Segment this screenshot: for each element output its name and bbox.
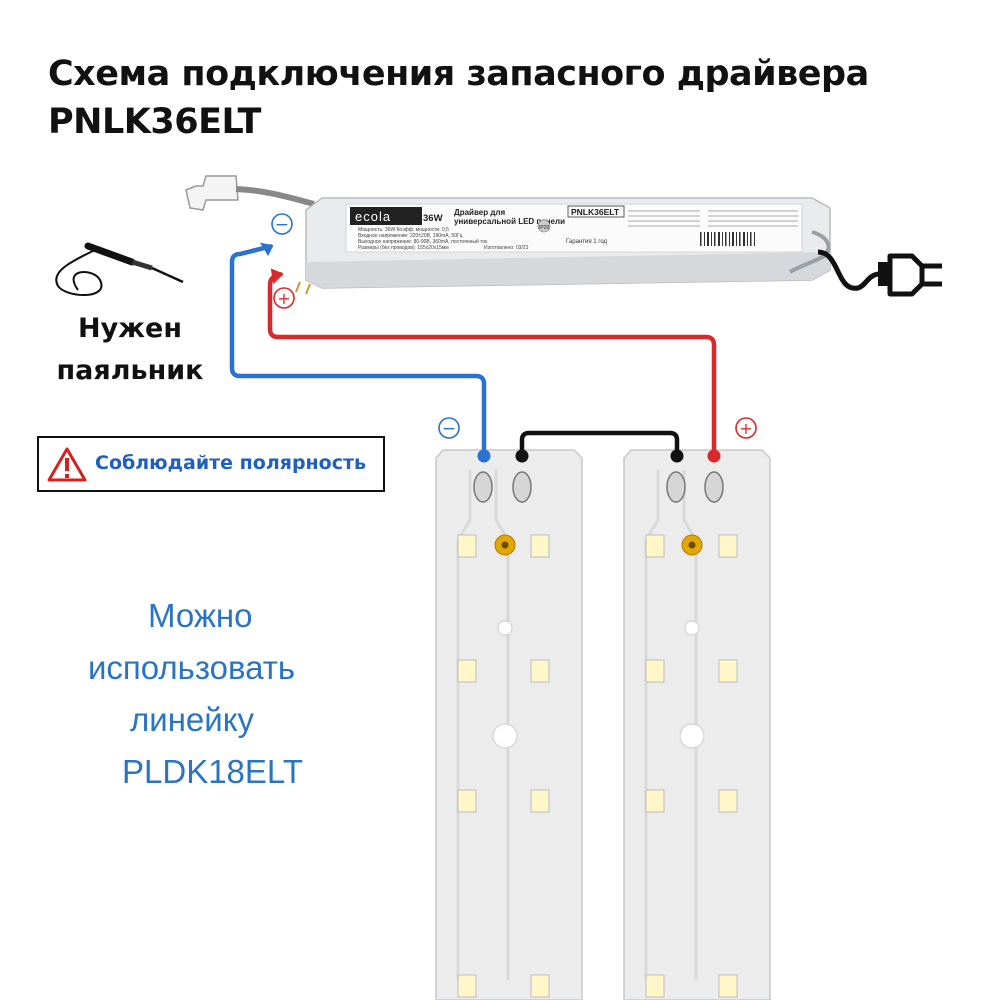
driver-fine-print	[628, 210, 798, 227]
mount-hole-large	[679, 723, 705, 749]
mount-hole-small	[684, 620, 700, 636]
solder-pad-negative	[473, 471, 493, 503]
note-line-1: Можно	[148, 597, 253, 634]
bridge-connection-dot	[670, 449, 684, 463]
negative-wire	[229, 243, 487, 456]
driver-spec-1: Мощность: 36W Коэфф. мощности: 0,5	[358, 227, 449, 233]
soldering-iron-icon	[55, 242, 184, 297]
driver-model-box	[567, 205, 625, 218]
led-chip	[457, 534, 477, 558]
negative-wire-arrow	[259, 242, 274, 257]
driver-wire-ends	[295, 281, 311, 295]
positive-connection-dot	[707, 449, 721, 463]
driver-minus-sign: −	[275, 215, 289, 235]
led-chip	[457, 789, 477, 813]
driver-plus-marker: +	[273, 287, 295, 309]
strip-plus-marker: +	[735, 417, 757, 439]
led-chip	[530, 789, 550, 813]
note-line-3: линейку	[130, 701, 255, 738]
page-title: Схема подключения запасного драйвера PNL…	[48, 50, 948, 146]
driver-brand-badge	[350, 207, 422, 225]
driver-spec-3: Выходное напряжение: 80-90В, 360mA, пост…	[358, 238, 488, 245]
negative-connection-dot	[477, 449, 491, 463]
led-chip	[718, 789, 738, 813]
driver-warranty: Гарантия 1 год	[566, 239, 608, 245]
led-strip-left	[435, 449, 583, 1000]
driver-spec-4: Размеры (без проводов): 155х20х15мм	[358, 245, 449, 251]
mount-hole-large	[492, 723, 518, 749]
driver-shadow	[306, 252, 830, 288]
led-chip	[718, 659, 738, 683]
led-chip	[645, 534, 665, 558]
led-chip	[457, 974, 477, 998]
solder-line-2: паяльник	[56, 355, 204, 386]
driver-power: 36W	[423, 213, 443, 224]
warning-text: Соблюдайте полярность	[95, 452, 367, 474]
bridge-connection-dot	[515, 449, 529, 463]
driver-heading-1: Драйвер для	[454, 208, 505, 217]
led-chip	[718, 974, 738, 998]
positive-wire	[267, 271, 717, 456]
solder-pad-negative	[666, 471, 686, 503]
polarity-warning: Соблюдайте полярность	[37, 436, 385, 492]
solder-pad-positive	[704, 471, 724, 503]
mount-hole-small	[497, 620, 513, 636]
led-driver: ecola 36W Драйвер для универсальной LED …	[185, 175, 831, 295]
compatibility-note: Можно использовать линейку PLDK18ELT	[60, 590, 380, 798]
driver-ip: IP20	[539, 225, 550, 231]
strip-traces	[456, 470, 510, 980]
title-line-1: Схема подключения запасного драйвера	[48, 54, 869, 94]
driver-plus-sign: +	[277, 289, 290, 308]
led-chip	[530, 659, 550, 683]
led-strip-right	[623, 449, 771, 1000]
strip-minus-sign: −	[442, 419, 456, 439]
strip-minus-marker: −	[438, 417, 460, 439]
driver-connector	[185, 175, 239, 211]
led-chip	[718, 534, 738, 558]
solder-line-1: Нужен	[77, 313, 183, 344]
soldering-iron-label: Нужен паяльник	[30, 308, 230, 392]
led-chip	[645, 659, 665, 683]
driver-heading-2: универсальной LED панели	[454, 217, 565, 226]
strip-plus-sign: +	[739, 419, 752, 438]
solder-pad-positive	[512, 471, 532, 503]
led-chip	[530, 974, 550, 998]
warning-icon	[47, 447, 87, 482]
note-line-4: PLDK18ELT	[122, 753, 303, 790]
driver-output-cable	[235, 186, 315, 207]
note-line-2: использовать	[88, 649, 296, 686]
led-chip	[530, 534, 550, 558]
title-line-2: PNLK36ELT	[48, 102, 261, 142]
led-chip	[645, 974, 665, 998]
bridge-wire	[519, 430, 680, 456]
power-plug-icon	[817, 249, 942, 297]
ip-rating-badge	[537, 219, 551, 233]
led-chip	[645, 789, 665, 813]
barcode	[700, 232, 755, 246]
driver-input-cable	[788, 230, 831, 274]
driver-model: PNLK36ELT	[571, 207, 620, 217]
positive-wire-arrow	[270, 268, 284, 285]
led-chip	[457, 659, 477, 683]
driver-brand: ecola	[355, 209, 391, 224]
driver-made-date: Изготовлено: 03/23	[484, 245, 529, 251]
driver-spec-2: Входное напряжение: 220±20В, 190mA, 50Гц	[358, 233, 463, 239]
driver-minus-marker: −	[271, 213, 293, 235]
